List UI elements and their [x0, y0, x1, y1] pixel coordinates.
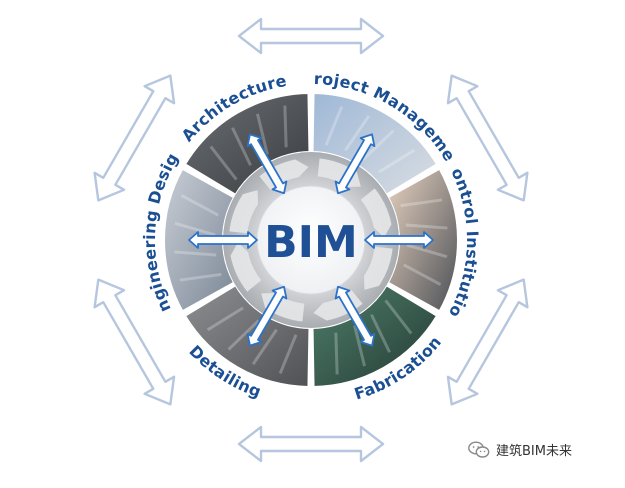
swirl-arrow [229, 190, 258, 234]
segment-texture [179, 272, 222, 282]
segment-texture [403, 263, 442, 286]
segment-texture [180, 194, 219, 217]
outer-arrows [93, 17, 529, 463]
swirl-arrow [230, 242, 262, 292]
radial-arrows [188, 133, 434, 347]
segment-texture [278, 334, 298, 375]
segment-texture [406, 243, 448, 259]
radial-double-arrow [246, 133, 288, 195]
segment-texture [324, 105, 344, 146]
outer-double-arrow [237, 425, 385, 463]
segment-texture [231, 127, 252, 167]
outer-double-arrow [93, 74, 176, 202]
outer-double-arrow [446, 74, 529, 202]
segment-texture [174, 250, 217, 257]
segment-texture [227, 319, 260, 351]
radial-double-arrow [246, 285, 288, 347]
outer-double-arrow [237, 17, 385, 55]
segment-texture [256, 113, 269, 155]
swirl-arrow [364, 246, 393, 290]
segment-texture [400, 198, 443, 208]
segment-texture [378, 148, 416, 174]
outer-double-arrow [93, 278, 176, 406]
bim-title: BIM [264, 217, 358, 268]
watermark-text: 建筑BIM未来 [496, 444, 572, 459]
radial-double-arrow [364, 231, 434, 249]
swirl-arrow [360, 188, 392, 238]
segment-texture [362, 129, 395, 161]
segment-texture [251, 328, 278, 366]
radial-double-arrow [334, 133, 376, 195]
radial-double-arrow [188, 231, 258, 249]
segment-texture [174, 221, 216, 237]
segment-texture [405, 223, 448, 230]
wechat-icon [468, 440, 490, 458]
segment-texture [206, 306, 244, 332]
segment-texture [370, 313, 391, 353]
swirl-arrow [313, 289, 363, 321]
segment-texture [344, 114, 371, 152]
segment-texture [283, 105, 288, 148]
watermark: 建筑BIM未来 [468, 440, 572, 459]
swirl-arrow [259, 159, 309, 191]
segment-texture [384, 299, 413, 335]
segment-texture [353, 325, 366, 367]
radial-double-arrow [334, 285, 376, 347]
segment-texture [334, 332, 339, 375]
segment-texture [209, 145, 238, 181]
label-engineering-design: Engineering Design [0, 0, 182, 315]
outer-double-arrow [446, 278, 529, 406]
